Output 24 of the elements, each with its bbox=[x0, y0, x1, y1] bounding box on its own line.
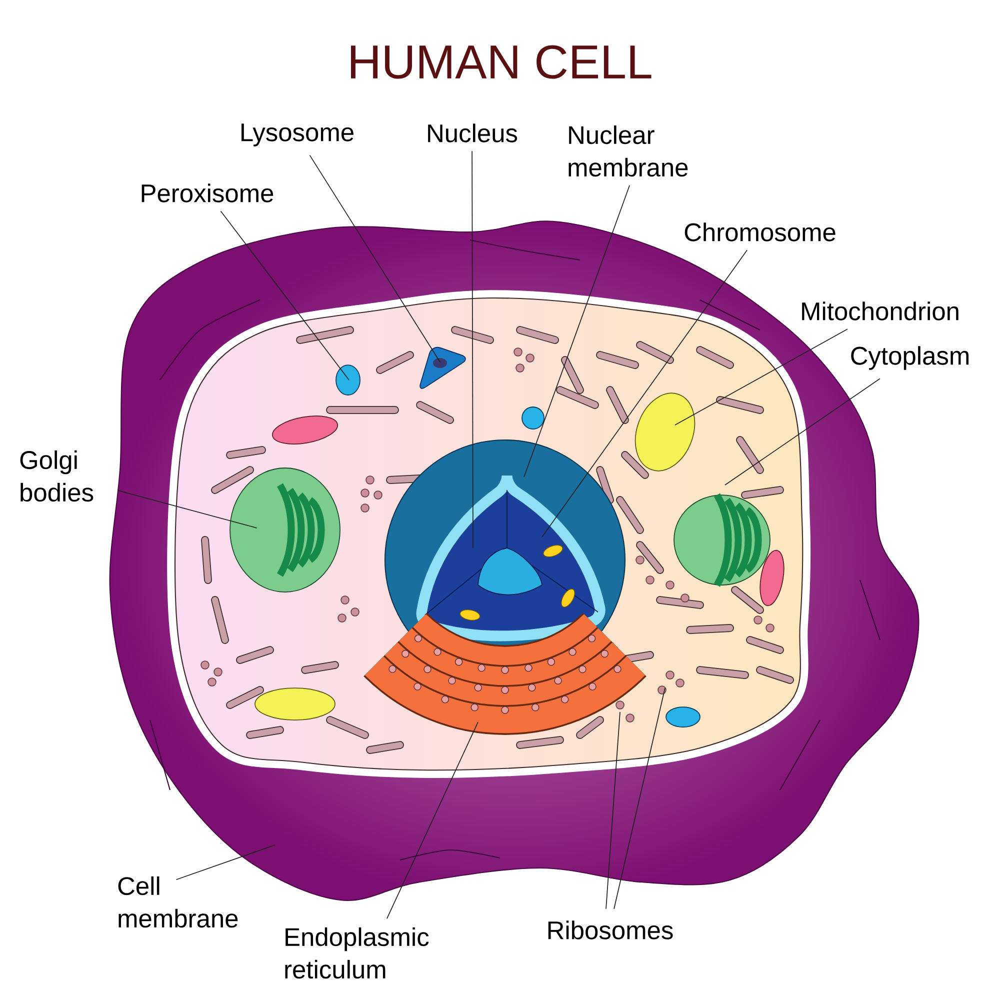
leader-line bbox=[606, 712, 620, 910]
leader-line bbox=[614, 688, 666, 910]
leader-line bbox=[386, 722, 478, 920]
part-label: Mitochondrion bbox=[802, 302, 958, 320]
part-label: Nucleus bbox=[428, 124, 518, 142]
leader-line bbox=[220, 210, 350, 380]
part-label: Chromosome bbox=[684, 222, 836, 242]
part-label: Lysosome bbox=[242, 124, 354, 146]
leader-line bbox=[176, 844, 276, 880]
part-label: Nuclear membrane bbox=[568, 125, 688, 177]
part-label: Cytoplasm bbox=[851, 346, 968, 370]
part-label: Golgi bodies bbox=[20, 450, 94, 502]
leader-line bbox=[542, 250, 748, 538]
part-label: Ribosomes bbox=[548, 920, 673, 940]
part-label: Endoplasmic reticulum bbox=[285, 927, 429, 979]
leader-line bbox=[674, 328, 848, 426]
part-label: Cell membrane bbox=[118, 876, 238, 928]
part-label: Peroxisome bbox=[142, 184, 274, 202]
leader-line bbox=[724, 378, 880, 486]
leader-line bbox=[309, 154, 440, 362]
title: HUMAN CELL bbox=[351, 45, 652, 79]
leader-line bbox=[524, 184, 630, 478]
leader-line bbox=[472, 150, 474, 548]
leader-line bbox=[117, 490, 258, 528]
